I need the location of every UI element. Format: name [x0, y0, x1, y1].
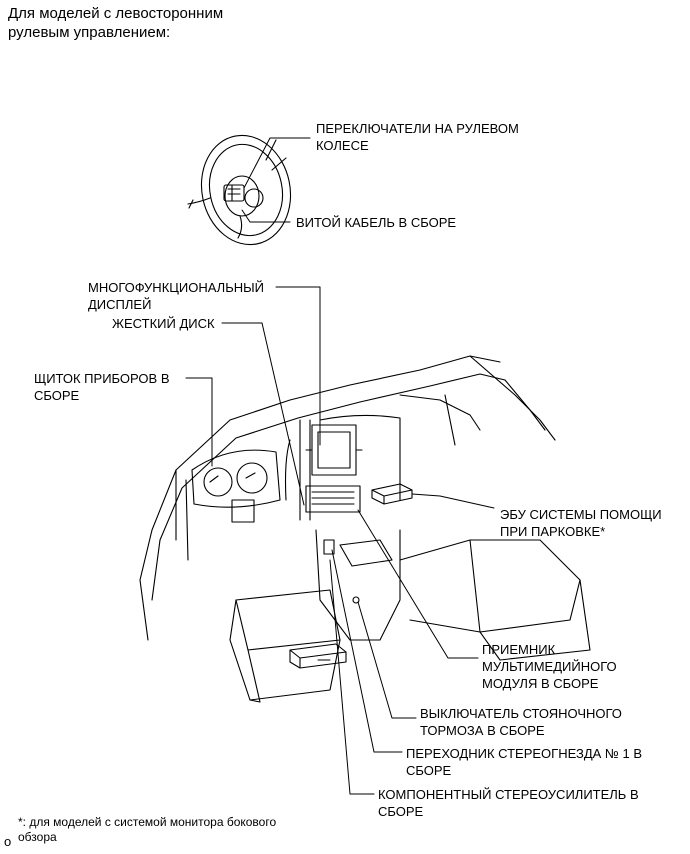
label-combination-meter-line-2: СБОРЕ: [34, 388, 80, 403]
label-stereo-amplifier-line-2: СБОРЕ: [378, 804, 424, 819]
label-multimedia-receiver-line-2: МУЛЬТИМЕДИЙНОГО: [482, 659, 617, 674]
label-stereo-amplifier-line-1: КОМПОНЕНТНЫЙ СТЕРЕОУСИЛИТЕЛЬ В: [378, 787, 639, 802]
leader-lines: [185, 137, 495, 795]
header-line-1: Для моделей с левосторонним: [8, 5, 224, 22]
label-multi-display-line-2: ДИСПЛЕЙ: [88, 297, 152, 312]
label-parking-assist-ecu: ЭБУ СИСТЕМЫ ПОМОЩИ ПРИ ПАРКОВКЕ*: [500, 506, 662, 540]
label-hard-disk-line-1: ЖЕСТКИЙ ДИСК: [112, 316, 215, 331]
label-steering-switches-line-2: КОЛЕСЕ: [316, 138, 369, 153]
label-stereo-jack-adapter: ПЕРЕХОДНИК СТЕРЕОГНЕЗДА № 1 В СБОРЕ: [406, 745, 642, 779]
dashboard-drawing: [139, 355, 591, 703]
label-stereo-amplifier: КОМПОНЕНТНЫЙ СТЕРЕОУСИЛИТЕЛЬ В СБОРЕ: [378, 786, 639, 820]
footnote-line-2: обзора: [18, 830, 57, 844]
header-title: Для моделей с левосторонним рулевым упра…: [8, 4, 223, 42]
label-combination-meter-line-1: ЩИТОК ПРИБОРОВ В: [34, 371, 170, 386]
label-stereo-jack-adapter-line-1: ПЕРЕХОДНИК СТЕРЕОГНЕЗДА № 1 В: [406, 746, 642, 761]
label-hard-disk: ЖЕСТКИЙ ДИСК: [112, 315, 215, 332]
label-combination-meter: ЩИТОК ПРИБОРОВ В СБОРЕ: [34, 370, 170, 404]
label-spiral-cable: ВИТОЙ КАБЕЛЬ В СБОРЕ: [296, 214, 456, 231]
label-parking-assist-ecu-line-1: ЭБУ СИСТЕМЫ ПОМОЩИ: [500, 507, 662, 522]
figure-code: o: [4, 834, 12, 849]
label-multi-display-line-1: МНОГОФУНКЦИОНАЛЬНЫЙ: [88, 280, 264, 295]
label-multimedia-receiver-line-1: ПРИЕМНИК: [482, 642, 556, 657]
label-parking-brake-switch: ВЫКЛЮЧАТЕЛЬ СТОЯНОЧНОГО ТОРМОЗА В СБОРЕ: [420, 705, 622, 739]
label-spiral-cable-line-1: ВИТОЙ КАБЕЛЬ В СБОРЕ: [296, 215, 457, 230]
label-multimedia-receiver-line-3: МОДУЛЯ В СБОРЕ: [482, 676, 599, 691]
label-parking-brake-switch-line-2: ТОРМОЗА В СБОРЕ: [420, 723, 545, 738]
steering-wheel-drawing: [187, 134, 292, 246]
label-parking-assist-ecu-line-2: ПРИ ПАРКОВКЕ*: [500, 524, 606, 539]
label-multi-display: МНОГОФУНКЦИОНАЛЬНЫЙ ДИСПЛЕЙ: [88, 279, 264, 313]
label-parking-brake-switch-line-1: ВЫКЛЮЧАТЕЛЬ СТОЯНОЧНОГО: [420, 706, 622, 721]
header-line-2: рулевым управлением:: [8, 24, 171, 41]
label-steering-switches-line-1: ПЕРЕКЛЮЧАТЕЛИ НА РУЛЕВОМ: [316, 121, 519, 136]
footnote: *: для моделей с системой монитора боков…: [18, 815, 276, 845]
label-steering-switches: ПЕРЕКЛЮЧАТЕЛИ НА РУЛЕВОМ КОЛЕСЕ: [316, 120, 519, 154]
label-stereo-jack-adapter-line-2: СБОРЕ: [406, 763, 452, 778]
label-multimedia-receiver: ПРИЕМНИК МУЛЬТИМЕДИЙНОГО МОДУЛЯ В СБОРЕ: [482, 641, 617, 692]
footnote-line-1: *: для моделей с системой монитора боков…: [18, 815, 277, 829]
